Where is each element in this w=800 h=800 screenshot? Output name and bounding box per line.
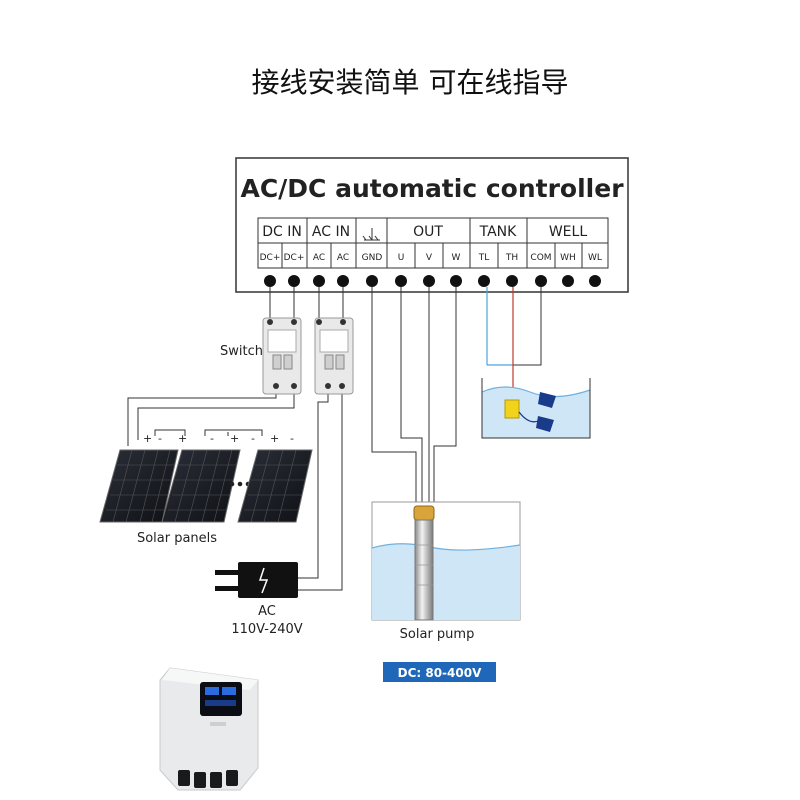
float-switch [536,416,554,432]
polarity-mark: - [210,432,214,445]
panel-polarity: + - + - + - + - [127,429,294,446]
terminal-label: U [398,253,405,263]
controller-title: AC/DC automatic controller [240,174,624,203]
water-tank [481,378,591,439]
group-label-dc-in: DC IN [262,224,302,240]
dc-range-badge [383,662,496,682]
switch-label: Switch [220,344,263,359]
ac-plug [215,562,298,598]
controller-device [159,667,259,791]
terminal-label: AC [313,253,325,263]
solar-pump-label: Solar pump [400,627,475,642]
group-label-well: WELL [549,224,587,240]
solar-panels [99,449,313,523]
polarity-mark: + [143,432,152,445]
polarity-mark: + [178,432,187,445]
polarity-mark: - [290,432,294,445]
polarity-mark: + [230,432,239,445]
ellipsis-dots [229,481,251,487]
terminal-label: WH [560,253,576,263]
page-title: 接线安装简单 可在线指导 [252,66,569,99]
terminal-label: DC+ [284,253,305,263]
ac-voltage-label: 110V-240V [231,622,302,637]
terminal-label: W [452,253,461,263]
solar-panel [99,449,179,523]
group-label-ac-in: AC IN [312,224,350,240]
ac-breaker [314,317,354,395]
terminal-label: TH [505,253,518,263]
terminal-label: WL [588,253,602,263]
terminal-screws [264,275,601,287]
controller-box: AC/DC automatic controller DC IN AC IN O… [235,157,629,293]
terminal-label: TL [478,253,490,263]
group-label-out: OUT [413,224,443,240]
dc-range-label: DC: 80-400V [398,666,482,680]
polarity-mark: - [158,432,162,445]
float-switch [538,392,556,408]
lightning-icon [258,567,269,594]
ac-label: AC [258,604,276,619]
submersible-pump [413,505,435,621]
solar-panel [161,449,241,523]
terminal-label: DC+ [260,253,281,263]
group-label-tank: TANK [479,224,518,240]
well [371,501,521,621]
dc-switch [262,317,302,395]
polarity-mark: + [270,432,279,445]
solar-panel [237,449,313,523]
terminal-label: AC [337,253,349,263]
terminal-label: GND [362,253,383,263]
ground-icon [362,228,380,241]
polarity-mark: - [251,432,255,445]
terminal-label: V [426,253,433,263]
float-sensor [504,399,520,419]
solar-panels-label: Solar panels [137,531,217,546]
wires [127,287,542,591]
terminal-label: COM [530,253,551,263]
